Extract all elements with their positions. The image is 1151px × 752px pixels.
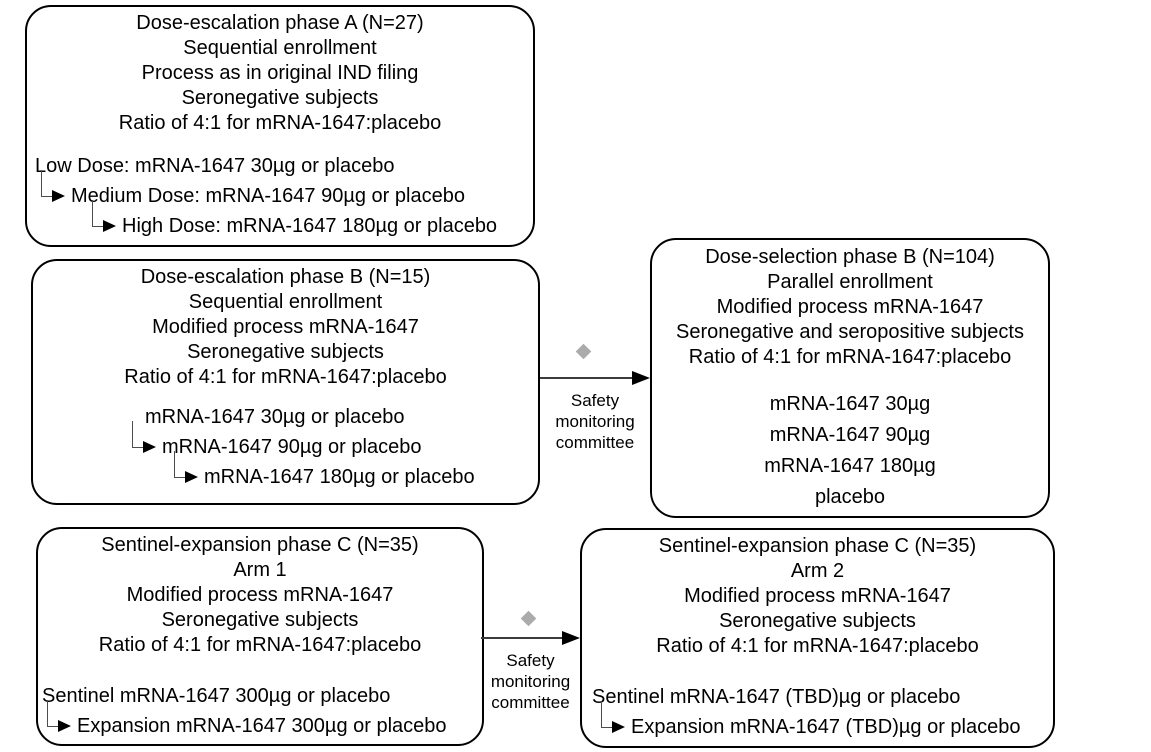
dose-label: Sentinel mRNA-1647 300µg or placebo: [42, 685, 391, 707]
dose-row: Sentinel mRNA-1647 300µg or placebo: [42, 681, 482, 711]
phase-a-header-line: Process as in original IND filing: [141, 62, 419, 84]
dose-row: Sentinel mRNA-1647 (TBD)µg or placebo: [592, 682, 1053, 712]
phase-b-escalation-box: Dose-escalation phase B (N=15) Sequentia…: [31, 259, 540, 505]
phase-c-arm1-header-line: Ratio of 4:1 for mRNA-1647:placebo: [98, 634, 422, 656]
dose-label: mRNA-1647 90µg or placebo: [162, 436, 422, 458]
phase-c-arm2-header-line: Seronegative subjects: [719, 610, 916, 632]
phase-c-arm1-header-line: Modified process mRNA-1647: [126, 584, 394, 606]
branch-arrow-icon: [46, 700, 73, 741]
phase-c-arm1-header: Sentinel-expansion phase C (N=35) Arm 1 …: [38, 529, 482, 658]
phase-c-arm1-header-line: Seronegative subjects: [161, 609, 359, 631]
phase-b-selection-title: Dose-selection phase B (N=104): [705, 246, 995, 268]
decision-diamond-icon: [575, 343, 592, 360]
dose-row: Medium Dose: mRNA-1647 90µg or placebo: [40, 170, 533, 211]
arm-label: mRNA-1647 180µg: [764, 455, 936, 477]
phase-a-header: Dose-escalation phase A (N=27) Sequentia…: [27, 7, 533, 136]
decision-diamond-icon: [520, 610, 537, 627]
phase-b-escalation-header: Dose-escalation phase B (N=15) Sequentia…: [33, 261, 538, 390]
arrow-line: [540, 377, 632, 379]
connector-b-to-selection: Safety monitoring committee: [540, 340, 650, 460]
dose-label: Expansion mRNA-1647 (TBD)µg or placebo: [631, 716, 1021, 738]
dose-row: mRNA-1647 180µg or placebo: [173, 451, 538, 492]
dose-label: Medium Dose: mRNA-1647 90µg or placebo: [71, 185, 465, 207]
dose-row: Expansion mRNA-1647 (TBD)µg or placebo: [600, 701, 1053, 742]
spacer: [27, 136, 533, 151]
phase-b-selection-header-line: Modified process mRNA-1647: [716, 296, 984, 318]
dose-label: Expansion mRNA-1647 300µg or placebo: [77, 715, 447, 737]
dose-label: Sentinel mRNA-1647 (TBD)µg or placebo: [592, 686, 961, 708]
arm-label: placebo: [814, 486, 886, 508]
phase-b-selection-header-line: Parallel enrollment: [767, 271, 933, 293]
connector-label: Safety monitoring committee: [490, 651, 571, 712]
branch-arrow-icon: [91, 200, 118, 241]
phase-a-header-line: Seronegative subjects: [181, 87, 379, 109]
phase-c-arm2-header-line: Modified process mRNA-1647: [684, 585, 951, 607]
branch-arrow-icon: [40, 170, 67, 211]
phase-c-arm2-box: Sentinel-expansion phase C (N=35) Arm 2 …: [580, 528, 1055, 748]
selection-arm-list: mRNA-1647 30µg mRNA-1647 90µg mRNA-1647 …: [652, 389, 1048, 513]
dose-row: High Dose: mRNA-1647 180µg or placebo: [91, 200, 533, 241]
phase-c-arm2-header: Sentinel-expansion phase C (N=35) Arm 2 …: [582, 530, 1053, 659]
phase-c-arm1-header-line: Arm 1: [233, 559, 287, 581]
dose-label: mRNA-1647 180µg or placebo: [204, 466, 475, 488]
phase-b-selection-box: Dose-selection phase B (N=104) Parallel …: [650, 238, 1050, 518]
phase-b-escalation-title: Dose-escalation phase B (N=15): [140, 266, 431, 288]
phase-a-box: Dose-escalation phase A (N=27) Sequentia…: [25, 5, 535, 247]
branch-arrow-icon: [131, 421, 158, 462]
spacer: [652, 370, 1048, 389]
dose-row: Low Dose: mRNA-1647 30µg or placebo: [35, 151, 533, 181]
dose-label: Low Dose: mRNA-1647 30µg or placebo: [35, 155, 395, 177]
connector-arm1-to-arm2: Safety monitoring committee: [481, 604, 580, 724]
dose-row: mRNA-1647 30µg or placebo: [145, 402, 538, 432]
phase-b-selection-header: Dose-selection phase B (N=104) Parallel …: [652, 240, 1048, 370]
arm-label: mRNA-1647 90µg: [769, 424, 931, 446]
arrow-line: [481, 637, 562, 639]
phase-b-selection-header-line: Seronegative and seropositive subjects: [676, 321, 1024, 343]
branch-arrow-icon: [173, 451, 200, 492]
phase-c-arm1-title: Sentinel-expansion phase C (N=35): [101, 534, 419, 556]
spacer: [33, 390, 538, 402]
spacer: [38, 658, 482, 681]
phase-a-header-line: Ratio of 4:1 for mRNA-1647:placebo: [118, 112, 442, 134]
dose-label: High Dose: mRNA-1647 180µg or placebo: [122, 215, 498, 237]
connector-label: Safety monitoring committee: [555, 391, 635, 452]
phase-c-arm2-header-line: Arm 2: [790, 560, 845, 582]
phase-c-arm2-header-line: Ratio of 4:1 for mRNA-1647:placebo: [656, 635, 979, 657]
phase-b-escalation-header-line: Sequential enrollment: [188, 291, 383, 313]
dose-row: Expansion mRNA-1647 300µg or placebo: [46, 700, 482, 741]
phase-b-escalation-header-line: Ratio of 4:1 for mRNA-1647:placebo: [124, 366, 447, 388]
phase-a-header-line: Sequential enrollment: [183, 37, 377, 59]
phase-b-escalation-header-line: Modified process mRNA-1647: [152, 316, 419, 338]
arm-label: mRNA-1647 30µg: [769, 393, 931, 415]
dose-label: mRNA-1647 30µg or placebo: [145, 406, 405, 428]
spacer: [582, 659, 1053, 682]
phase-a-title: Dose-escalation phase A (N=27): [136, 12, 424, 34]
phase-b-selection-header-line: Ratio of 4:1 for mRNA-1647:placebo: [688, 346, 1012, 368]
branch-arrow-icon: [600, 701, 627, 742]
phase-b-escalation-header-line: Seronegative subjects: [187, 341, 384, 363]
phase-c-arm2-title: Sentinel-expansion phase C (N=35): [658, 535, 977, 557]
arrow-head-icon: [632, 371, 650, 385]
arrow-head-icon: [562, 631, 580, 645]
dose-row: mRNA-1647 90µg or placebo: [131, 421, 538, 462]
phase-c-arm1-box: Sentinel-expansion phase C (N=35) Arm 1 …: [36, 527, 484, 746]
